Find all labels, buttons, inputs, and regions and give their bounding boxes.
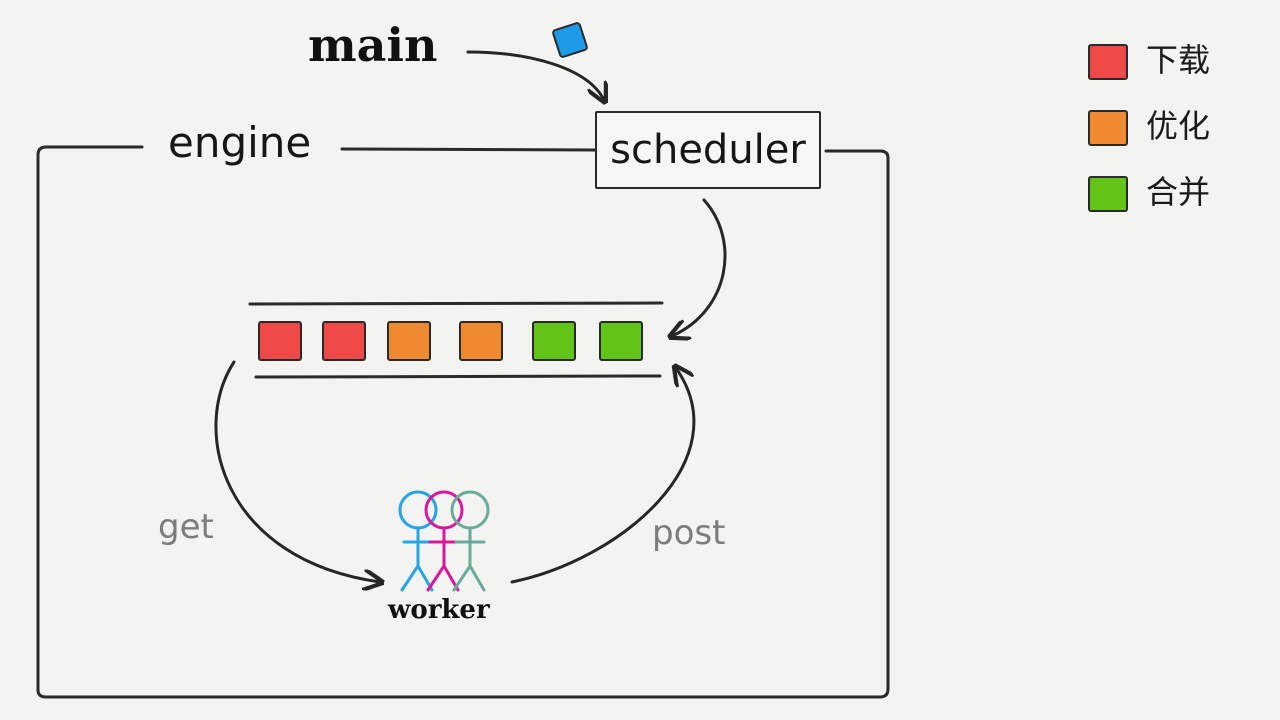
engine-label: engine xyxy=(168,118,312,167)
post-label: post xyxy=(652,513,726,553)
legend-label-optimize: 优化 xyxy=(1146,107,1211,145)
queue-task-6 xyxy=(599,321,643,361)
get-label: get xyxy=(158,507,214,547)
legend-label-download: 下载 xyxy=(1146,41,1211,79)
queue-bottom-rail xyxy=(254,374,662,379)
legend-swatch-merge xyxy=(1088,176,1128,212)
engine-top-edge xyxy=(340,147,598,152)
legend-swatch-optimize xyxy=(1088,110,1128,146)
worker-label: worker xyxy=(388,595,490,625)
queue-task-1 xyxy=(258,321,302,361)
scheduler-box: scheduler xyxy=(595,111,821,189)
arrow-post xyxy=(510,368,696,584)
queue-task-5 xyxy=(532,321,576,361)
worker-figure-2 xyxy=(424,490,464,592)
queue-top-rail xyxy=(248,301,664,306)
engine-container xyxy=(36,145,890,699)
legend-label-merge: 合并 xyxy=(1146,173,1211,211)
arrow-main-to-scheduler xyxy=(466,50,604,100)
legend-swatch-download xyxy=(1088,44,1128,80)
worker-figure-3 xyxy=(450,490,490,592)
worker-figures xyxy=(398,490,490,592)
queue-task-2 xyxy=(322,321,366,361)
main-label: main xyxy=(308,18,438,72)
scheduler-label: scheduler xyxy=(610,127,806,173)
task-queue xyxy=(258,321,643,361)
arrow-scheduler-to-queue xyxy=(672,198,727,336)
queue-task-3 xyxy=(387,321,431,361)
incoming-task-square xyxy=(552,22,588,58)
worker-figure-1 xyxy=(398,490,438,592)
queue-task-4 xyxy=(459,321,503,361)
arrow-get xyxy=(214,360,380,582)
